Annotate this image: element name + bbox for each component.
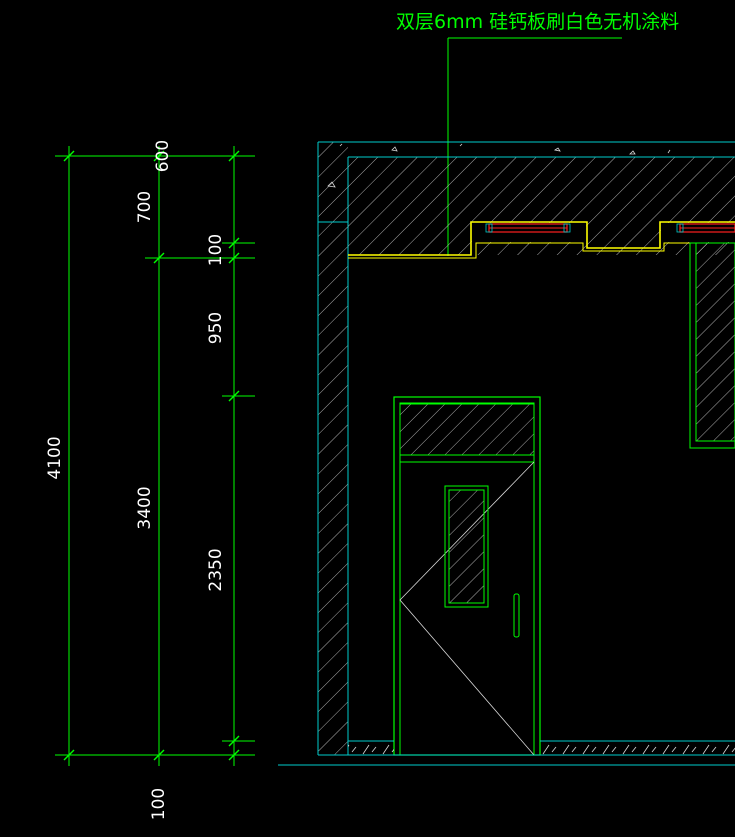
left-wall: [317, 141, 735, 755]
dim-total-text: 4100: [45, 436, 65, 479]
dim-seg-gap-text: 100: [206, 234, 226, 266]
floor: [278, 740, 735, 766]
annotation-label: 双层6mm 硅钙板刷白色无机涂料: [396, 11, 679, 33]
window: [689, 242, 735, 449]
door-transom: [399, 403, 535, 456]
door-vision-panel: [444, 485, 489, 608]
door: [393, 396, 541, 756]
ceiling-trim-line: [348, 221, 735, 256]
dim-seg-bottom-text: 100: [149, 788, 169, 820]
dim-lower-text: 3400: [135, 486, 155, 529]
door-handle: [513, 593, 520, 638]
dim-seg-door-text: 2350: [206, 548, 226, 591]
annotation-group: 双层6mm 硅钙板刷白色无机涂料: [396, 11, 679, 257]
ceiling-slab: [327, 143, 735, 259]
dimension-chain: [55, 146, 255, 766]
light-fixtures: [485, 223, 735, 233]
dim-ticks: [63, 150, 240, 761]
dimension-labels: 4100 700 3400 600 100 950 2350 100: [45, 140, 226, 820]
dim-seg-window-text: 950: [206, 312, 226, 344]
door-swing: [399, 461, 535, 756]
dim-upper-text: 700: [135, 191, 155, 223]
dim-seg-top-text: 600: [153, 140, 173, 172]
